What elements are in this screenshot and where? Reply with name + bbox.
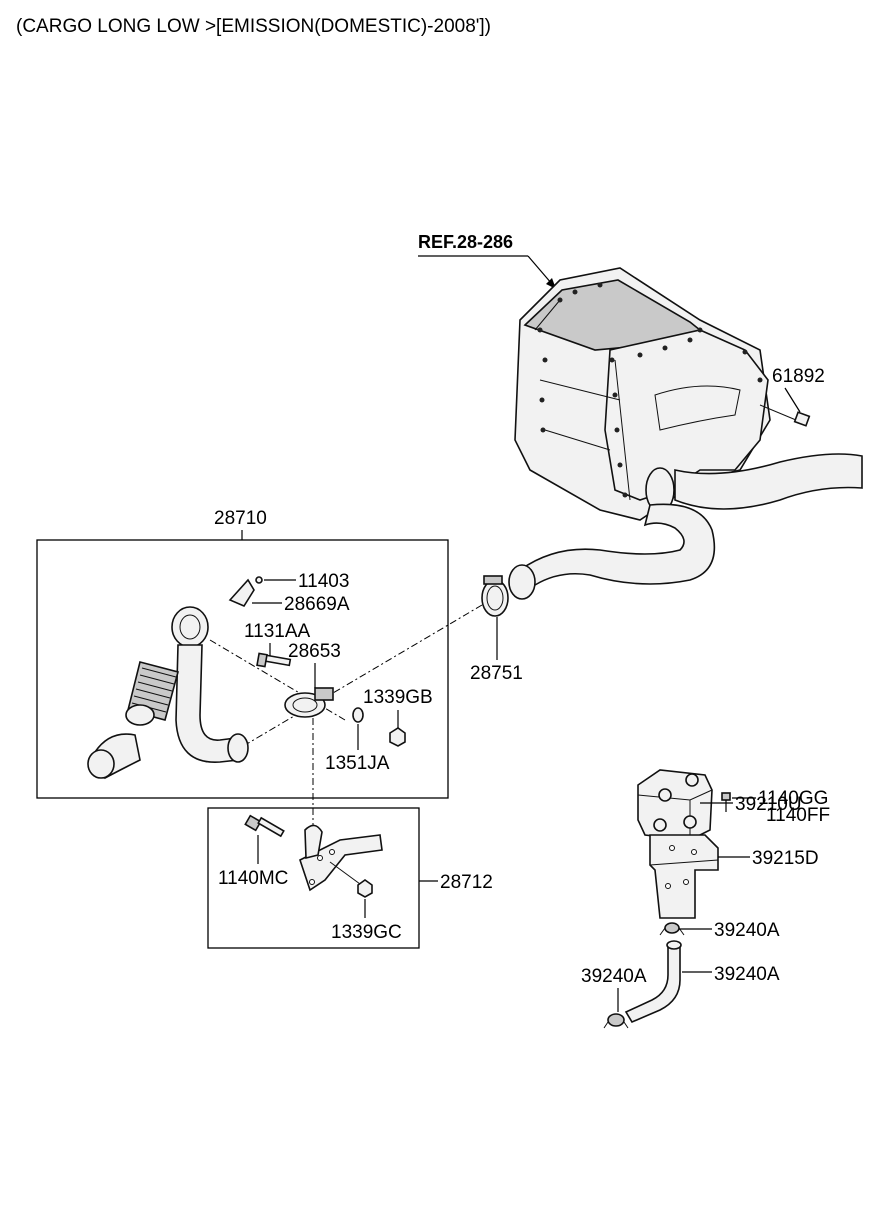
clamp-28653[interactable]	[284, 687, 334, 718]
bracket-39215D[interactable]	[649, 834, 719, 919]
bracket-28669A[interactable]	[228, 578, 255, 608]
sensor-39210U[interactable]	[637, 769, 713, 841]
label-61892[interactable]: 61892	[772, 366, 825, 387]
screw-1140GG[interactable]	[721, 792, 731, 812]
label-28712[interactable]: 28712	[440, 872, 493, 893]
group-box-28710	[36, 539, 449, 799]
label-1140FF[interactable]: 1140FF	[766, 805, 830, 826]
label-39240A-upper[interactable]: 39240A	[714, 920, 780, 941]
pipe-end	[508, 564, 536, 600]
muffler-assembly[interactable]	[514, 267, 771, 521]
nut-1339GC[interactable]	[357, 879, 373, 898]
hose-end	[666, 940, 682, 950]
centerline-1	[244, 604, 483, 746]
ref-label[interactable]: REF.28-286	[418, 232, 513, 252]
clip-39240A-upper[interactable]	[659, 922, 685, 936]
clip-39240A-lower[interactable]	[603, 1013, 629, 1029]
axis-1339GC	[329, 861, 361, 885]
screw-11403[interactable]	[255, 576, 263, 584]
leader-61892	[784, 387, 801, 413]
bolt-61892[interactable]	[759, 404, 811, 427]
tailpipe-outlet[interactable]	[674, 453, 863, 510]
label-28669A[interactable]: 28669A	[284, 594, 350, 615]
diagram-title: (CARGO LONG LOW >[EMISSION(DOMESTIC)-200…	[16, 16, 491, 37]
label-39240A-mid[interactable]: 39240A	[714, 964, 780, 985]
label-1131AA[interactable]: 1131AA	[244, 621, 311, 642]
hose-39240A[interactable]	[624, 944, 681, 1024]
label-1140GG[interactable]: 1140GG	[758, 788, 828, 809]
label-39240A-lower[interactable]: 39240A	[581, 966, 647, 987]
label-39210U[interactable]: 39210U	[735, 794, 802, 815]
label-1140MC[interactable]: 1140MC	[218, 868, 288, 889]
pipe-assembly-28710[interactable]	[87, 606, 249, 780]
label-28710[interactable]: 28710	[214, 508, 267, 529]
ref-leader	[527, 255, 553, 285]
bolt-1140MC[interactable]	[244, 814, 285, 838]
hanger-bracket-28712[interactable]	[299, 834, 383, 892]
label-28751[interactable]: 28751	[470, 663, 523, 684]
label-11403[interactable]: 11403	[298, 571, 349, 592]
label-39215D[interactable]: 39215D	[752, 848, 819, 869]
nut-1339GB[interactable]	[389, 727, 406, 747]
label-28653[interactable]: 28653	[288, 641, 341, 662]
washer-1351JA[interactable]	[352, 707, 364, 723]
group-box-28712	[207, 807, 420, 949]
front-pipe[interactable]	[518, 503, 716, 587]
label-1339GC[interactable]: 1339GC	[331, 922, 402, 943]
bolt-1131AA[interactable]	[256, 652, 292, 668]
label-1351JA[interactable]: 1351JA	[325, 753, 390, 774]
label-1339GB[interactable]: 1339GB	[363, 687, 433, 708]
hanger-rubber	[304, 824, 323, 860]
clamp-28751[interactable]	[481, 575, 509, 617]
